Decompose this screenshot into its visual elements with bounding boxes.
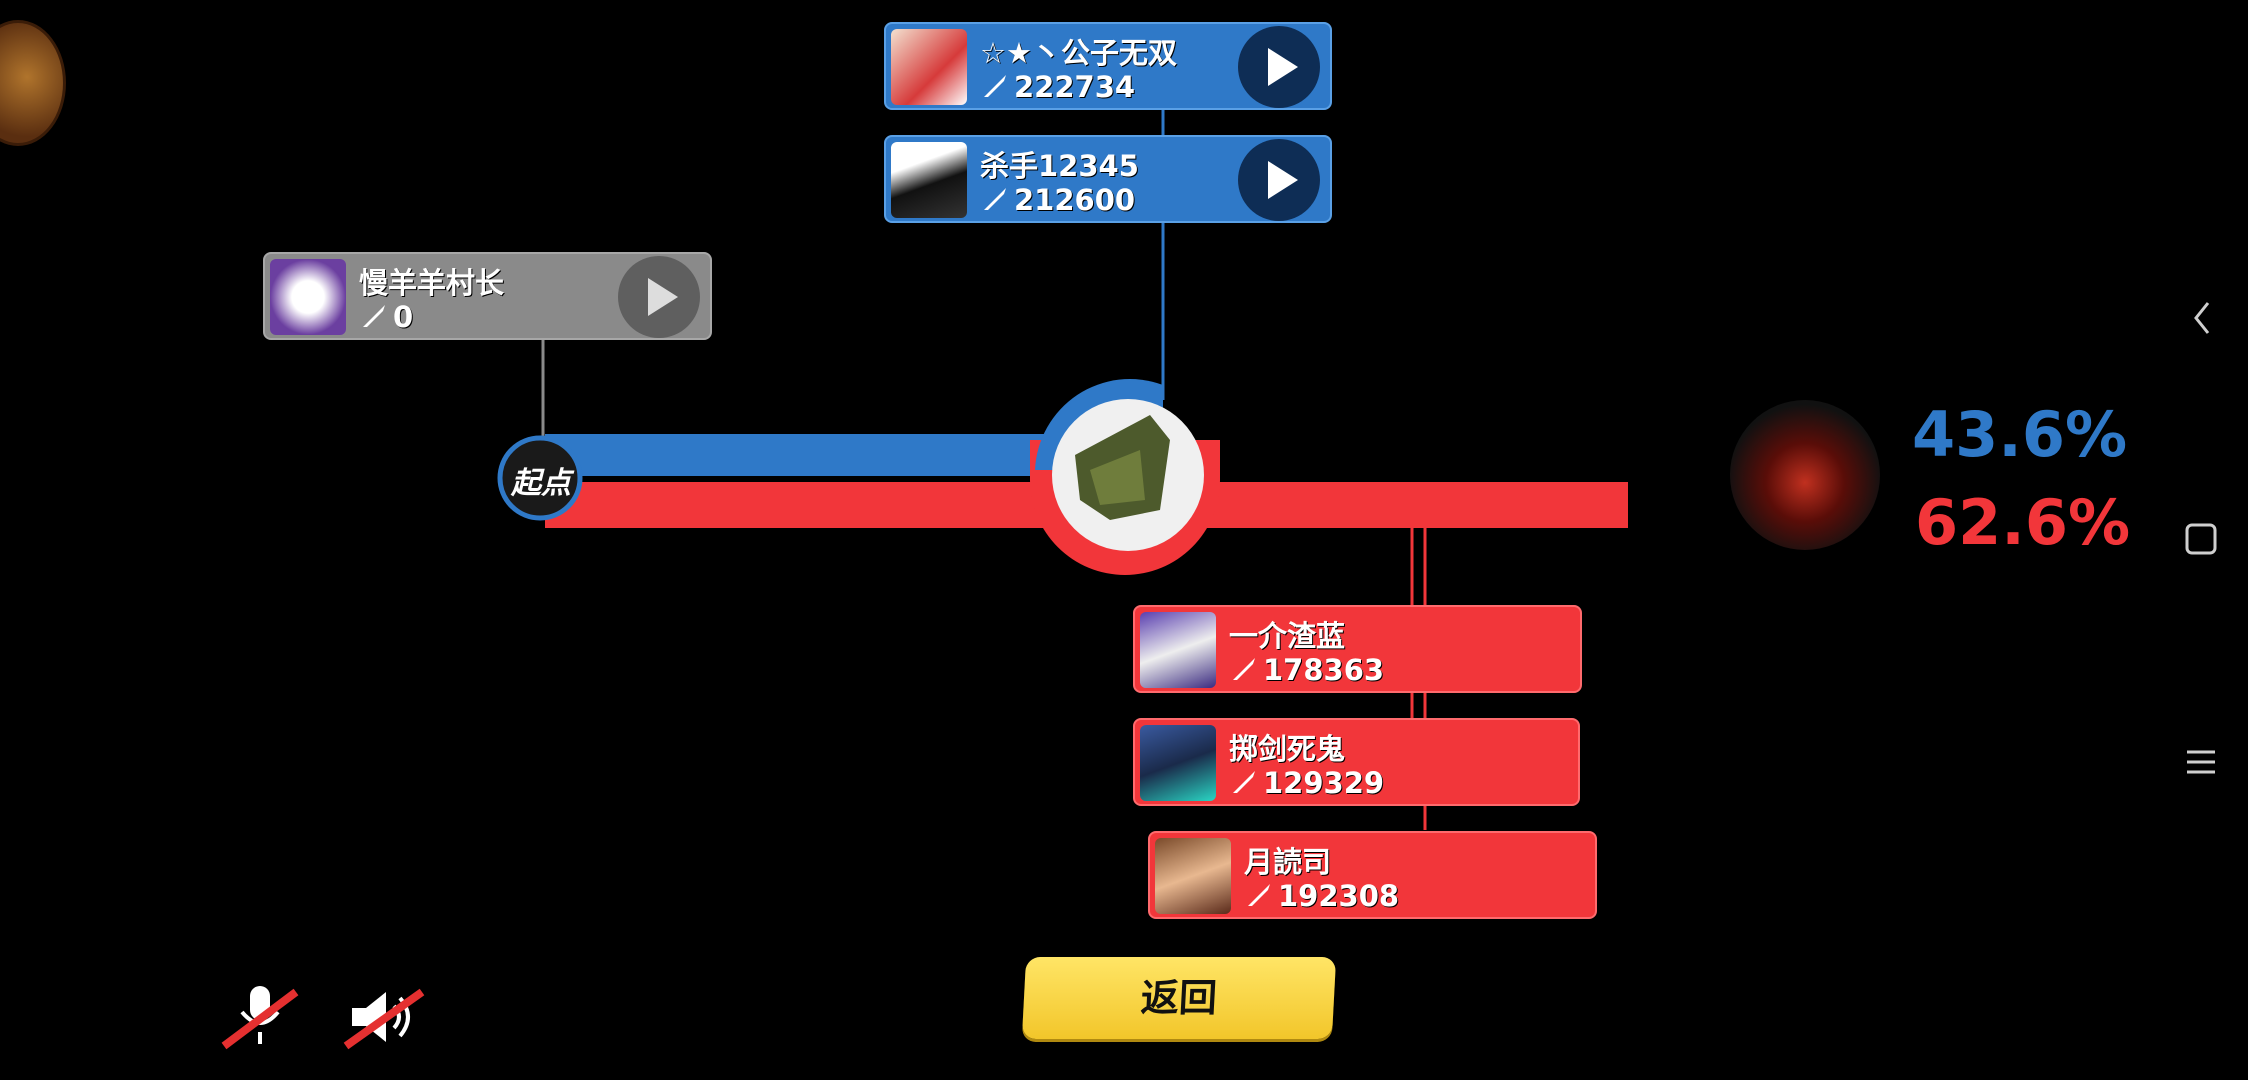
player-name: 掷剑死鬼 (1229, 732, 1346, 766)
sword-icon (1248, 884, 1270, 906)
back-nav-icon[interactable] (2188, 298, 2218, 338)
play-button[interactable] (618, 256, 700, 338)
play-icon (1268, 161, 1298, 199)
blue-player-card: 杀手12345 212600 (884, 135, 1332, 223)
player-power: 192308 (1244, 879, 1399, 913)
player-power: 0 (359, 300, 413, 334)
gray-player-card: 慢羊羊村长 0 (263, 252, 712, 340)
play-button[interactable] (1238, 26, 1320, 108)
back-button-label: 返回 (1139, 976, 1219, 1020)
blue-percentage: 43.6% (1912, 398, 2128, 471)
play-button[interactable] (1238, 139, 1320, 221)
start-label: 起点 (511, 466, 571, 501)
red-player-card: 一介渣蓝 178363 (1133, 605, 1582, 693)
play-icon (648, 278, 678, 316)
sword-icon (363, 305, 385, 327)
red-player-card: 掷剑死鬼 129329 (1133, 718, 1580, 806)
red-percentage: 62.6% (1915, 486, 2131, 559)
sword-icon (1233, 771, 1255, 793)
mic-muted-icon[interactable] (218, 982, 302, 1052)
player-name: ☆★丶公子无双 (980, 36, 1177, 70)
player-name: 慢羊羊村长 (359, 266, 505, 300)
avatar (1155, 838, 1231, 914)
avatar (1140, 725, 1216, 801)
start-node (497, 435, 583, 521)
back-button[interactable]: 返回 (1021, 957, 1337, 1039)
sword-icon (984, 188, 1006, 210)
menu-nav-icon[interactable] (2184, 745, 2218, 779)
avatar (1140, 612, 1216, 688)
red-player-card: 月読司 192308 (1148, 831, 1597, 919)
sword-icon (984, 75, 1006, 97)
red-progress-bar-right (1200, 482, 1428, 522)
player-power: 129329 (1229, 766, 1384, 800)
blue-player-card: ☆★丶公子无双 222734 (884, 22, 1332, 110)
speaker-muted-icon[interactable] (342, 982, 426, 1052)
player-name: 一介渣蓝 (1229, 619, 1346, 653)
avatar (891, 29, 967, 105)
blue-progress-bar (545, 434, 1105, 476)
home-nav-icon[interactable] (2184, 522, 2218, 556)
sword-icon (1233, 658, 1255, 680)
player-power: 178363 (1229, 653, 1384, 687)
boss-avatar (1730, 400, 1880, 550)
player-name: 月読司 (1244, 845, 1332, 879)
player-name: 杀手12345 (980, 149, 1139, 183)
player-power: 212600 (980, 183, 1135, 217)
avatar (891, 142, 967, 218)
player-power: 222734 (980, 70, 1135, 104)
avatar (270, 259, 346, 335)
play-icon (1268, 48, 1298, 86)
